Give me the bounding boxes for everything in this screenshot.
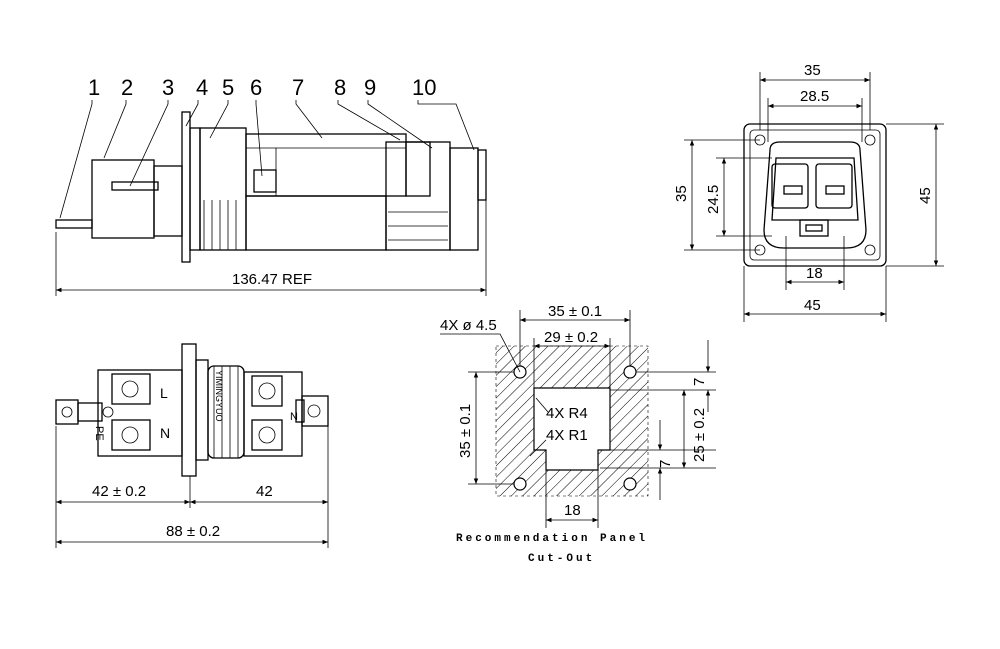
callout-8: 8 <box>334 75 346 100</box>
radius-large: 4X R4 <box>546 405 588 422</box>
total-length-label: 88 ± 0.2 <box>166 523 220 540</box>
bottom-offset: 7 <box>657 460 674 468</box>
top-view: L N PE YIMINGYUO N 42 ± 0.2 <box>55 343 329 548</box>
front-inner-width: 28.5 <box>800 88 829 105</box>
callout-6: 6 <box>250 75 262 100</box>
caption-line-2: Cut-Out <box>528 553 595 565</box>
callout-7: 7 <box>292 75 304 100</box>
front-right-height: 45 <box>917 187 934 204</box>
front-inner-height: 24.5 <box>705 185 722 214</box>
brand-text: YIMINGYUO <box>214 370 224 422</box>
slot-width: 18 <box>564 502 581 519</box>
pin-label-n: N <box>160 425 170 441</box>
pin-label-pe: PE <box>93 426 105 441</box>
hole-spacing-y: 35 ± 0.1 <box>457 404 474 458</box>
callout-5: 5 <box>222 75 234 100</box>
top-offset: 7 <box>691 378 708 386</box>
left-length-label: 42 ± 0.2 <box>92 483 146 500</box>
callout-1: 1 <box>88 75 100 100</box>
front-outer-width: 35 <box>804 62 821 79</box>
right-length-label: 42 <box>256 483 273 500</box>
caption-line-1: Recommendation Panel <box>456 533 648 545</box>
inner-width: 29 ± 0.2 <box>544 329 598 346</box>
front-left-height: 35 <box>673 185 690 202</box>
front-bottom-outer: 45 <box>804 297 821 314</box>
pin-label-l: L <box>160 385 168 401</box>
callout-3: 3 <box>162 75 174 100</box>
callout-4: 4 <box>196 75 208 100</box>
hole-spacing-x: 35 ± 0.1 <box>548 303 602 320</box>
front-view: 35 28.5 35 24.5 45 18 45 <box>673 62 944 322</box>
pin-label-n-right: N <box>290 411 298 423</box>
inner-height: 25 ± 0.2 <box>691 408 708 462</box>
callout-9: 9 <box>364 75 376 100</box>
panel-cutout: 4X ø 4.5 35 ± 0.1 29 ± 0.2 4X R4 4X R1 3… <box>440 303 716 565</box>
callout-leaders <box>59 100 475 219</box>
side-view: 1 2 3 4 5 6 7 8 9 10 <box>55 75 487 296</box>
front-bottom-inner: 18 <box>806 265 823 282</box>
radius-small: 4X R1 <box>546 427 588 444</box>
overall-length-label: 136.47 REF <box>232 271 312 288</box>
hole-note: 4X ø 4.5 <box>440 317 497 334</box>
callout-2: 2 <box>121 75 133 100</box>
callout-10: 10 <box>412 75 436 100</box>
